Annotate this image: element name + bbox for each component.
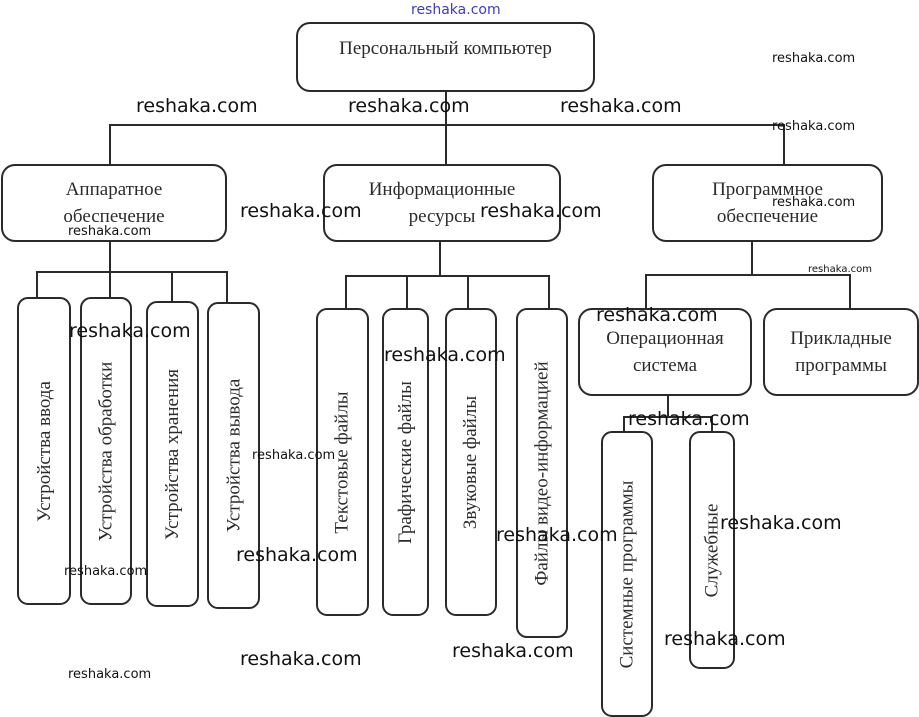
watermark: reshaka.com — [496, 524, 618, 546]
watermark: reshaka.com — [348, 95, 470, 117]
os-utilities-node: Служебные — [689, 431, 735, 669]
os-system-programs-label: Системные программы — [616, 480, 638, 668]
root-label: Персональный компьютер — [339, 37, 552, 59]
connector-info-down — [439, 241, 441, 277]
connector-software-down — [751, 241, 753, 276]
connector-os-1 — [623, 416, 625, 433]
watermark: reshaka.com — [452, 640, 574, 662]
watermark: reshaka.com — [720, 512, 842, 534]
hardware-node: Аппаратное обеспечение — [1, 164, 227, 242]
connector-sw-os — [645, 274, 647, 310]
info-label: Информационные ресурсы — [368, 179, 516, 227]
apps-label: Прикладные программы — [790, 328, 892, 376]
watermark: reshaka.com — [240, 648, 362, 670]
hw-storage-node: Устройства хранения — [146, 301, 199, 607]
connector-os-down — [667, 394, 669, 418]
connector-sw-apps — [849, 274, 851, 310]
hw-storage-label: Устройства хранения — [162, 368, 183, 540]
hardware-label: Аппаратное обеспечение — [63, 179, 165, 227]
info-graphics-node: Графические файлы — [382, 308, 429, 616]
watermark: reshaka.com — [69, 320, 191, 342]
watermark: reshaka.com — [236, 544, 358, 566]
os-node: Операционная система — [578, 308, 752, 396]
watermark: reshaka.com — [664, 628, 786, 650]
software-node: Программное обеспечение — [652, 164, 883, 242]
info-video-label: Файлы видео-информацией — [531, 360, 553, 586]
root-node: Персональный компьютер — [296, 22, 595, 92]
connector-software — [783, 124, 785, 166]
hw-processing-label: Устройства обработки — [95, 361, 117, 541]
os-system-programs-node: Системные программы — [601, 431, 653, 717]
watermark: reshaka.com — [560, 95, 682, 117]
info-text-node: Текстовые файлы — [316, 308, 369, 616]
watermark: reshaka.com — [808, 264, 872, 275]
watermark: reshaka.com — [772, 51, 856, 66]
connector-info-1 — [345, 275, 347, 310]
info-node: Информационные ресурсы — [323, 164, 561, 242]
hw-output-label: Устройства вывода — [223, 378, 245, 533]
watermark: reshaka.com — [384, 344, 506, 366]
watermark: reshaka.com — [480, 200, 602, 222]
info-graphics-label: Графические файлы — [395, 380, 416, 544]
connector-info-bar — [345, 275, 549, 277]
watermark: reshaka.com — [772, 119, 856, 134]
hw-input-label: Устройства ввода — [33, 380, 55, 522]
connector-hardware — [109, 124, 111, 166]
connector-os-bar — [623, 416, 713, 418]
software-label: Программное обеспечение — [712, 179, 823, 227]
watermark: reshaka.com — [68, 224, 152, 239]
os-label: Операционная система — [606, 328, 724, 376]
connector-hw-4 — [226, 271, 228, 304]
connector-info-3 — [467, 275, 469, 310]
hw-input-node: Устройства ввода — [17, 297, 71, 605]
watermark: reshaka.com — [252, 448, 336, 463]
watermark: reshaka.com — [628, 408, 750, 430]
connector-info-4 — [548, 275, 550, 310]
info-audio-node: Звуковые файлы — [445, 308, 497, 616]
connector-info-2 — [406, 275, 408, 310]
connector-hw-3 — [171, 271, 173, 303]
watermark: reshaka.com — [411, 2, 501, 18]
connector-os-2 — [711, 416, 713, 433]
watermark: reshaka.com — [772, 195, 856, 210]
info-audio-label: Звуковые файлы — [460, 395, 482, 529]
watermark: reshaka.com — [136, 95, 258, 117]
hw-processing-node: Устройства обработки — [80, 297, 132, 605]
watermark: reshaka.com — [64, 564, 148, 579]
info-video-node: Файлы видео-информацией — [516, 308, 568, 638]
watermark: reshaka.com — [240, 200, 362, 222]
connector-hardware-bar — [36, 271, 228, 273]
connector-software-bar — [645, 274, 851, 276]
connector-level1-bar — [109, 124, 785, 126]
connector-root-down — [445, 90, 447, 166]
hw-output-node: Устройства вывода — [207, 302, 260, 609]
apps-node: Прикладные программы — [763, 308, 919, 396]
connector-hw-1 — [36, 271, 38, 299]
watermark: reshaka.com — [68, 667, 152, 682]
watermark: reshaka.com — [596, 304, 718, 326]
